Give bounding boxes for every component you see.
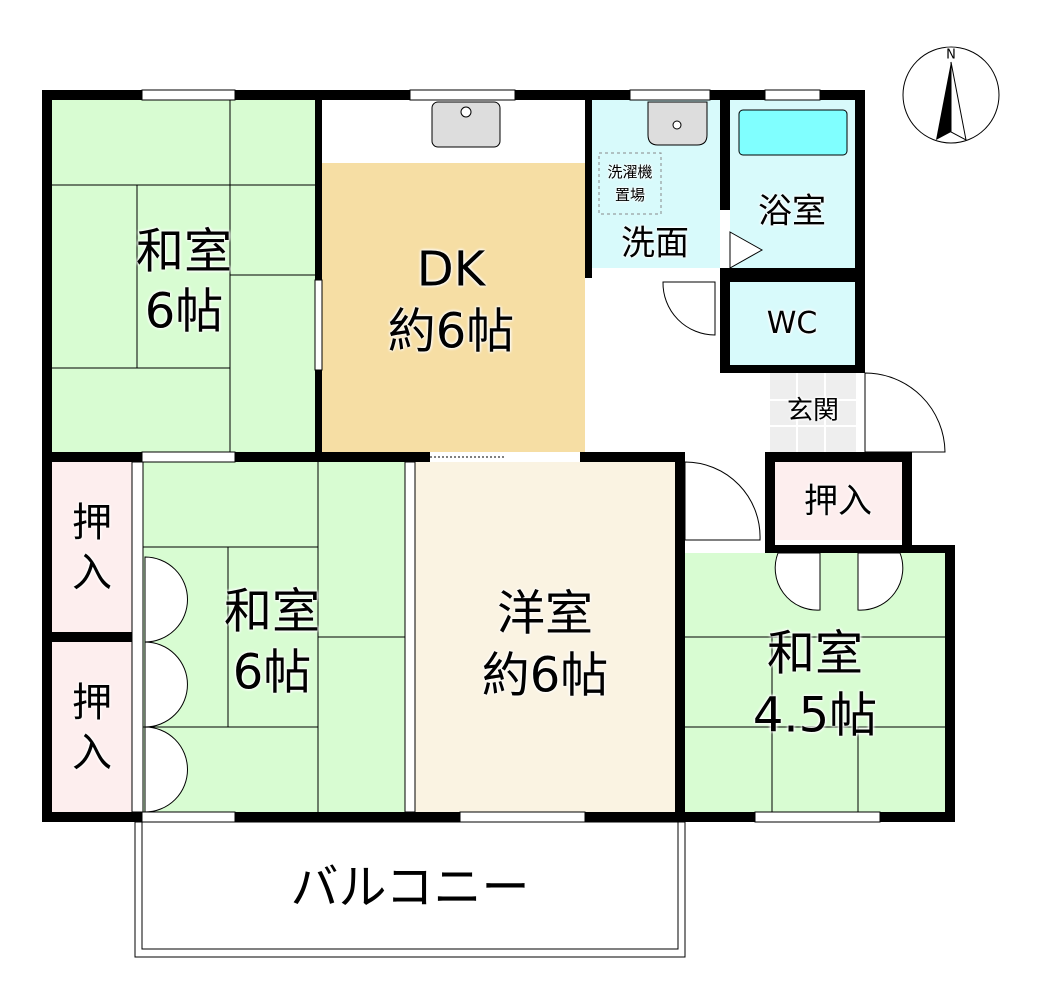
room-closet-left-upper-name: 押入: [72, 500, 112, 596]
room-dk-size: 約6帖: [387, 303, 515, 360]
washer-label-1: 洗濯機: [607, 162, 653, 181]
washer-label-2: 置場: [614, 185, 646, 204]
room-balcony-name: バルコニー: [290, 859, 530, 916]
wc-floor: [730, 282, 855, 365]
room-youshitsu-size: 約6帖: [481, 647, 609, 704]
room-senmen-name: 洗面: [621, 223, 689, 264]
compass-icon: [902, 46, 1000, 144]
room-washitsu-nw-name: 和室: [135, 223, 233, 280]
room-dk-name: DK: [416, 241, 486, 298]
youshitsu-floor: [415, 462, 675, 812]
room-washitsu-se-size: 4.5帖: [752, 687, 878, 744]
room-closet-right-name: 押入: [804, 481, 872, 522]
room-washitsu-nw-size: 6帖: [144, 283, 224, 340]
bathtub: [738, 109, 848, 156]
balcony-rail: [134, 821, 686, 958]
room-bath-name: 浴室: [758, 191, 826, 232]
dk-floor: [322, 163, 585, 452]
washitsu-nw-floor: [52, 100, 315, 452]
closet-left-lower-floor: [52, 642, 132, 812]
closet-right-floor: [775, 462, 902, 540]
walls: [42, 90, 955, 822]
room-closet-left-lower-name: 押入: [72, 680, 112, 776]
room-wc-name: WC: [766, 305, 818, 341]
room-washitsu-center-size: 6帖: [232, 644, 312, 701]
room-youshitsu-name: 洋室: [496, 585, 594, 642]
compass-label: N: [946, 47, 956, 63]
closet-left-upper-floor: [52, 462, 132, 632]
kitchen-sink: [431, 101, 501, 148]
room-washitsu-se-name: 和室: [766, 625, 864, 682]
room-genkan-name: 玄関: [786, 396, 840, 427]
room-washitsu-center-name: 和室: [223, 583, 321, 640]
washer-space: [598, 152, 662, 215]
genkan-floor: [770, 373, 856, 452]
